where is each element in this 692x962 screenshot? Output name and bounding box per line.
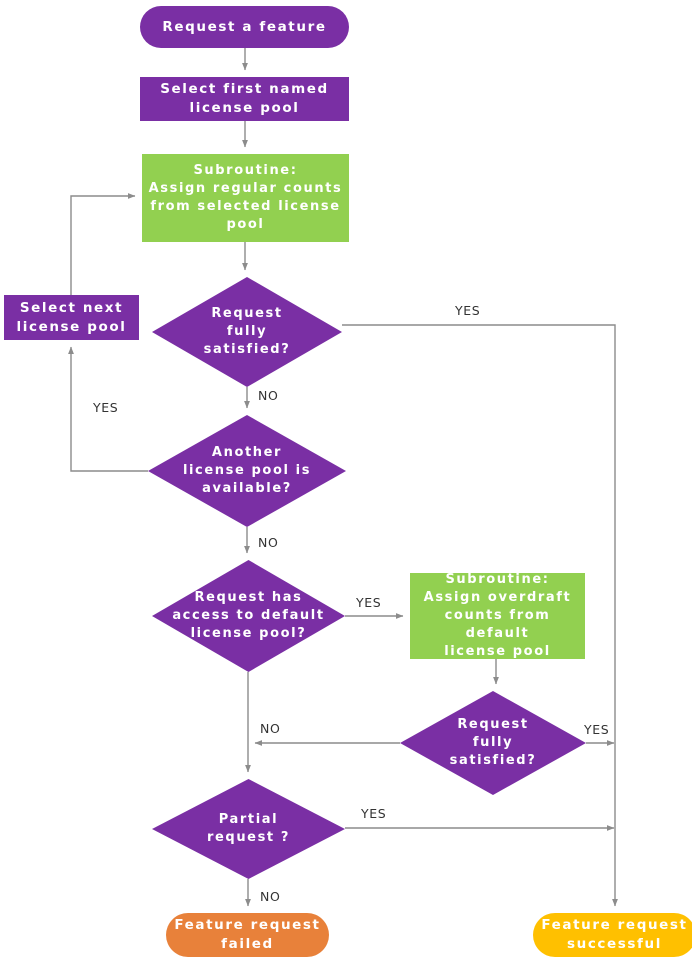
edge-satisfied1-yes-to-success bbox=[342, 324, 618, 907]
edge-another-yes-to-selectnext bbox=[68, 346, 148, 472]
node-decision-satisfied-2[interactable]: Request fully satisfied? bbox=[400, 691, 586, 795]
node-select-first-pool[interactable]: Select first named license pool bbox=[140, 77, 349, 121]
edge-label-yes-satisfied-2: YES bbox=[584, 722, 610, 737]
node-decision-partial[interactable]: Partial request ? bbox=[152, 779, 345, 879]
node-label-decision-satisfied-2: Request fully satisfied? bbox=[449, 717, 537, 768]
node-label-end-successful: Feature request successful bbox=[541, 917, 688, 952]
node-label-subroutine-overdraft: Subroutine: Assign overdraft counts from… bbox=[423, 572, 572, 659]
node-decision-satisfied-1[interactable]: Request fully satisfied? bbox=[152, 277, 342, 387]
node-start[interactable]: Request a feature bbox=[140, 6, 349, 48]
node-end-failed[interactable]: Feature request failed bbox=[166, 913, 329, 957]
node-label-start: Request a feature bbox=[162, 18, 327, 35]
node-label-subroutine-regular: Subroutine: Assign regular counts from s… bbox=[148, 163, 343, 232]
node-label-select-next-pool: Select next license pool bbox=[16, 299, 127, 335]
edge-selectnext-to-subroutine bbox=[70, 193, 136, 295]
edge-label-no-satisfied-2: NO bbox=[260, 721, 281, 736]
node-label-decision-partial: Partial request ? bbox=[206, 812, 291, 845]
edge-label-yes-satisfied-1: YES bbox=[455, 303, 481, 318]
node-label-decision-another-pool: Another license pool is available? bbox=[182, 445, 312, 496]
node-decision-another-pool[interactable]: Another license pool is available? bbox=[148, 415, 346, 527]
node-subroutine-overdraft[interactable]: Subroutine: Assign overdraft counts from… bbox=[410, 572, 585, 659]
edge-label-no-satisfied-1: NO bbox=[258, 388, 279, 403]
edge-label-no-another-pool: NO bbox=[258, 535, 279, 550]
node-label-decision-satisfied-1: Request fully satisfied? bbox=[203, 306, 291, 357]
node-label-end-failed: Feature request failed bbox=[174, 917, 321, 952]
edge-label-yes-partial: YES bbox=[361, 806, 387, 821]
edge-label-yes-another-pool: YES bbox=[93, 400, 119, 415]
node-subroutine-regular[interactable]: Subroutine: Assign regular counts from s… bbox=[142, 154, 349, 242]
node-label-select-first-pool: Select first named license pool bbox=[160, 81, 329, 116]
edge-label-yes-default-access: YES bbox=[356, 595, 382, 610]
node-label-decision-default-access: Request has access to default license po… bbox=[172, 590, 325, 641]
node-select-next-pool[interactable]: Select next license pool bbox=[4, 295, 139, 340]
edge-label-no-partial: NO bbox=[260, 889, 281, 904]
node-end-successful[interactable]: Feature request successful bbox=[533, 913, 692, 957]
node-decision-default-access[interactable]: Request has access to default license po… bbox=[152, 560, 345, 672]
